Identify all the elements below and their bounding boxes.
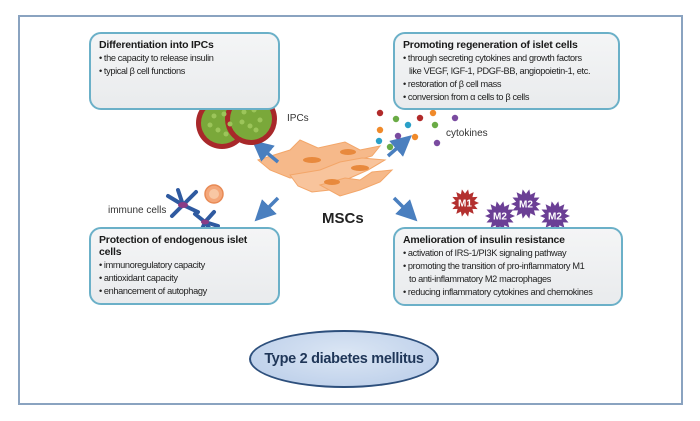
bullet-item: restoration of β cell mass [403, 78, 610, 91]
box-title: Promoting regeneration of islet cells [403, 39, 578, 51]
box-title: Differentiation into IPCs [99, 39, 214, 51]
box-promoting-regeneration: Promoting regeneration of islet cells th… [393, 32, 620, 110]
m2-label: M2 [493, 212, 507, 223]
bullet-item: conversion from α cells to β cells [403, 91, 610, 104]
m2-label: M2 [519, 200, 533, 211]
bullet-item-continuation: to anti-inflammatory M2 macrophages [409, 274, 551, 284]
bullet-item: immunoregulatory capacity [99, 259, 270, 272]
arrow-to-ipcs [251, 140, 280, 164]
bullet-item: promoting the transition of pro-inflamma… [403, 260, 613, 273]
bullet-item: activation of IRS-1/PI3K signaling pathw… [403, 247, 613, 260]
m1-label: M1 [458, 199, 472, 210]
arrow-to-insulin-resistance [392, 196, 418, 222]
m2-macrophage-icon [511, 189, 541, 219]
bullet-item: reducing inflammatory cytokines and chem… [403, 286, 613, 299]
immune-cell-round-icon [204, 184, 224, 204]
bullet-item: through secreting cytokines and growth f… [403, 52, 610, 65]
m2-label: M2 [548, 212, 562, 223]
bullet-item: typical β cell functions [99, 65, 270, 78]
type-2-diabetes-ellipse: Type 2 diabetes mellitus [249, 330, 439, 388]
disease-label: Type 2 diabetes mellitus [264, 351, 424, 367]
msc-cells-icon [256, 139, 394, 197]
bullet-item: enhancement of autophagy [99, 285, 270, 298]
arrows [251, 135, 418, 222]
ipcs-label: IPCs [287, 113, 309, 124]
m1-macrophage-icon [451, 189, 479, 217]
box-title: Amelioration of insulin resistance [403, 234, 565, 246]
m2-macrophage-icon [485, 201, 515, 231]
arrow-to-cytokines [386, 135, 412, 158]
immune-cells-label: immune cells [108, 205, 167, 216]
m2-macrophage-icon [540, 201, 570, 231]
bullet-item-continuation: like VEGF, IGF-1, PDGF-BB, angiopoietin-… [409, 66, 591, 76]
box-title: Protection of endogenous islet cells [99, 234, 248, 258]
bullet-item: the capacity to release insulin [99, 52, 270, 65]
arrow-to-immune [254, 196, 280, 222]
cytokines-icon [375, 109, 459, 151]
box-amelioration-of-insulin-resistance: Amelioration of insulin resistance activ… [393, 227, 623, 306]
box-differentiation-into-ipcs: Differentiation into IPCs the capacity t… [89, 32, 280, 110]
box-protection-of-islet-cells: Protection of endogenous islet cells imm… [89, 227, 280, 305]
bullet-item: antioxidant capacity [99, 272, 270, 285]
cytokines-label: cytokines [446, 128, 488, 139]
mscs-label: MSCs [322, 210, 364, 227]
